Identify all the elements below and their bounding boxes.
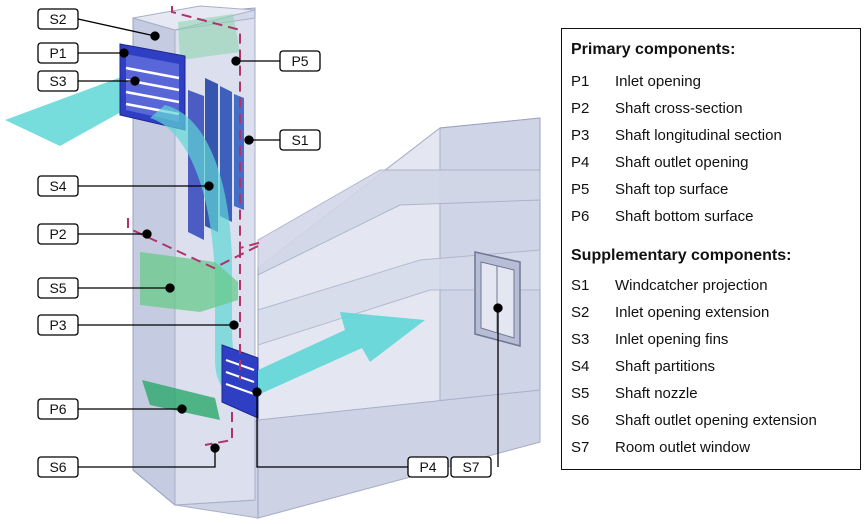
svg-text:P4: P4 — [419, 459, 436, 475]
legend-code: S2 — [571, 304, 590, 321]
svg-text:S7: S7 — [462, 459, 479, 475]
legend-label: Shaft outlet opening — [615, 154, 749, 171]
legend-code: S4 — [571, 358, 590, 375]
legend-row-p2: P2 Shaft cross-section — [571, 100, 743, 117]
shaft-bottom-surface — [142, 380, 220, 420]
legend-label: Inlet opening — [615, 73, 701, 90]
legend-row-s1: S1 Windcatcher projection — [571, 277, 768, 294]
svg-text:P1: P1 — [49, 45, 66, 61]
legend-label: Shaft outlet opening extension — [615, 412, 817, 429]
legend-row-s2: S2 Inlet opening extension — [571, 304, 769, 321]
legend-row-p1: P1 Inlet opening — [571, 73, 701, 90]
callout-s4: S4 — [37, 175, 79, 197]
legend-row-s3: S3 Inlet opening fins — [571, 331, 728, 348]
svg-text:S4: S4 — [49, 178, 66, 194]
callout-p6: P6 — [37, 398, 79, 420]
legend-code: S6 — [571, 412, 590, 429]
legend-code: S7 — [571, 439, 590, 456]
legend-row-s5: S5 Shaft nozzle — [571, 385, 698, 402]
callout-s3: S3 — [37, 70, 79, 92]
primary-components-title: Primary components: — [571, 41, 736, 58]
svg-text:P3: P3 — [49, 317, 66, 333]
legend-label: Inlet opening fins — [615, 331, 729, 348]
legend-code: S1 — [571, 277, 590, 294]
inlet-opening-fins — [119, 43, 186, 131]
section-lines — [127, 6, 263, 446]
legend-row-p5: P5 Shaft top surface — [571, 181, 728, 198]
svg-text:S1: S1 — [291, 132, 308, 148]
svg-text:S2: S2 — [49, 11, 66, 27]
callout-s1: S1 — [279, 129, 321, 151]
legend-label: Shaft nozzle — [615, 385, 698, 402]
shaft-airflow — [150, 105, 258, 405]
callout-p3: P3 — [37, 314, 79, 336]
legend-label: Shaft longitudinal section — [615, 127, 782, 144]
svg-text:P2: P2 — [49, 226, 66, 242]
legend-code: S5 — [571, 385, 590, 402]
legend-row-p3: P3 Shaft longitudinal section — [571, 127, 782, 144]
callout-p1: P1 — [37, 42, 79, 64]
legend-code: P4 — [571, 154, 590, 171]
callout-s7: S7 — [450, 456, 492, 478]
svg-text:P6: P6 — [49, 401, 66, 417]
outlet-airflow-arrow — [258, 312, 425, 395]
legend-label: Windcatcher projection — [615, 277, 768, 294]
callout-s5: S5 — [37, 277, 79, 299]
callout-s2: S2 — [37, 8, 79, 30]
legend-row-s6: S6 Shaft outlet opening extension — [571, 412, 817, 429]
callout-leaders — [77, 18, 503, 468]
legend-label: Shaft top surface — [615, 181, 729, 198]
legend-code: P5 — [571, 181, 590, 198]
supplementary-components-title: Supplementary components: — [571, 247, 792, 264]
svg-text:P5: P5 — [291, 53, 308, 69]
legend-row-s4: S4 Shaft partitions — [571, 358, 715, 375]
callout-p4: P4 — [407, 456, 449, 478]
legend-code: P1 — [571, 73, 590, 90]
legend-code: P2 — [571, 100, 590, 117]
legend-label: Room outlet window — [615, 439, 751, 456]
legend-row-p6: P6 Shaft bottom surface — [571, 208, 753, 225]
svg-text:S5: S5 — [49, 280, 66, 296]
callout-p2: P2 — [37, 223, 79, 245]
legend-label: Shaft partitions — [615, 358, 716, 375]
legend-code: P3 — [571, 127, 590, 144]
legend-label: Shaft bottom surface — [615, 208, 754, 225]
legend-code: S3 — [571, 331, 590, 348]
room-outlet-window — [474, 251, 521, 347]
callout-p5: P5 — [279, 50, 321, 72]
legend-code: P6 — [571, 208, 590, 225]
legend-row-s7: S7 Room outlet window — [571, 439, 750, 456]
legend-label: Inlet opening extension — [615, 304, 770, 321]
legend-row-p4: P4 Shaft outlet opening — [571, 154, 748, 171]
legend-label: Shaft cross-section — [615, 100, 743, 117]
svg-text:S6: S6 — [49, 459, 66, 475]
callout-s6: S6 — [37, 456, 79, 478]
svg-text:S3: S3 — [49, 73, 66, 89]
